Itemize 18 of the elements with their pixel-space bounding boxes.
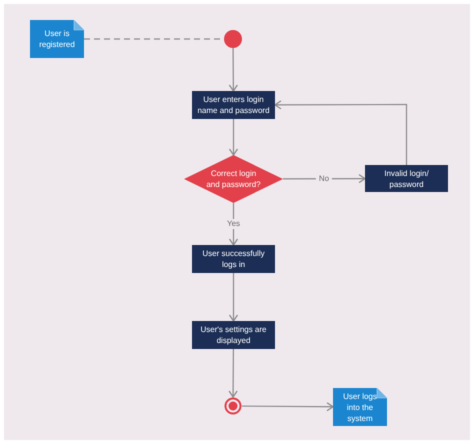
arrow xyxy=(283,174,366,184)
arrow xyxy=(242,402,334,412)
edge-label: No xyxy=(316,174,332,184)
arrow xyxy=(228,273,238,322)
arrow xyxy=(274,100,408,165)
decision-diamond: Correct login and password? xyxy=(184,155,283,203)
process-box: User enters login name and password xyxy=(192,91,275,119)
start-node xyxy=(224,30,242,48)
arrow xyxy=(228,119,238,156)
process-box: User's settings are displayed xyxy=(192,321,275,349)
arrow xyxy=(228,203,238,246)
arrow xyxy=(228,48,238,92)
process-box: Invalid login/ password xyxy=(365,165,448,192)
process-box: User successfully logs in xyxy=(192,245,275,273)
note-shape: User is registered xyxy=(30,20,84,58)
note-shape: User logs into the system xyxy=(333,388,387,426)
end-node xyxy=(224,397,242,415)
arrow xyxy=(228,349,238,398)
